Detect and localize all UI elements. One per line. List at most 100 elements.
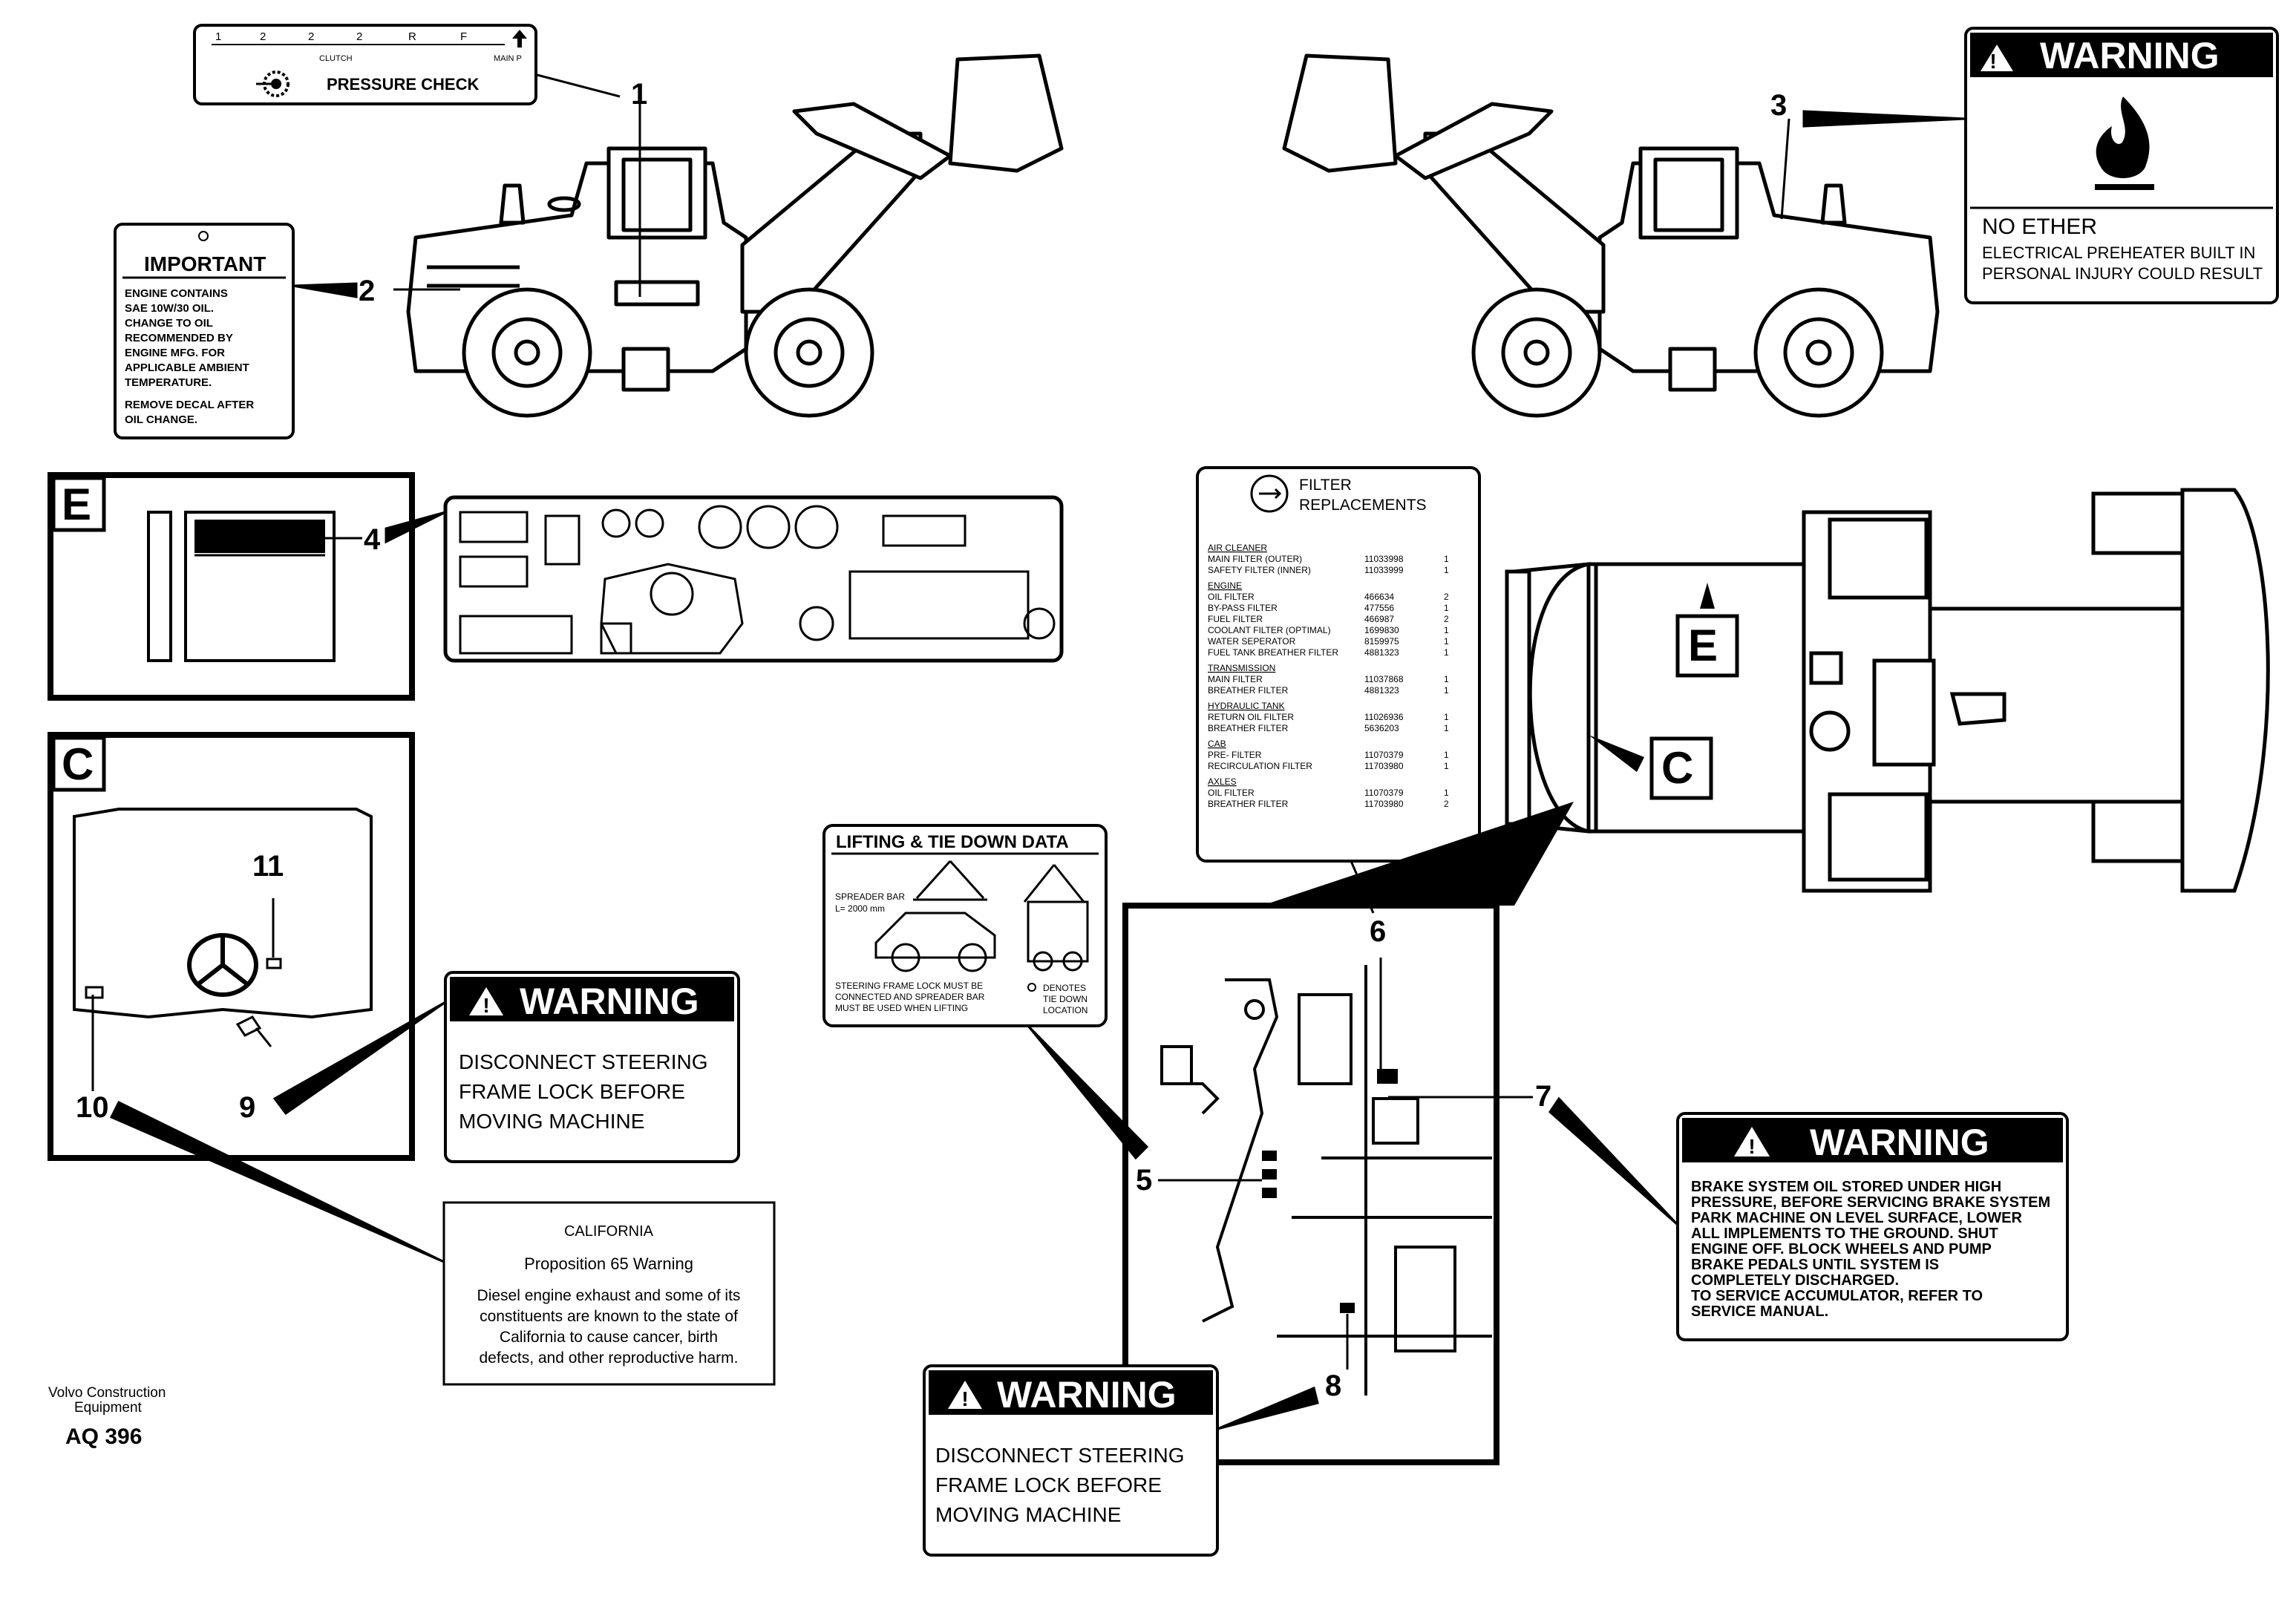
california-line: defects, and other reproductive harm.: [479, 1349, 738, 1367]
callout-numbers: 1 2 3 4 5 6 7 8 9 10 11: [76, 78, 1787, 1402]
warning-brake-line: ENGINE OFF. BLOCK WHEELS AND PUMP: [1691, 1241, 1992, 1257]
filter-row-qty: 1: [1444, 674, 1449, 684]
warning-steering-left-decal: ! WARNING DISCONNECT STEERING FRAME LOCK…: [444, 971, 740, 1163]
lifting-denotes: DENOTES: [1043, 983, 1086, 993]
filter-row-qty: 1: [1444, 750, 1449, 760]
callout-3: 3: [1770, 89, 1787, 122]
important-line: OIL CHANGE.: [125, 413, 197, 426]
filter-row-part: 11070379: [1364, 750, 1404, 760]
lifting-tie-down-decal: LIFTING & TIE DOWN DATA SPREADER BAR L= …: [822, 824, 1108, 1027]
filter-row-part: 4881323: [1364, 647, 1399, 658]
instrument-panel: [443, 495, 1064, 663]
lifting-loader-icon: [874, 860, 1089, 972]
arrow-up-icon: [512, 30, 527, 48]
important-oil-decal: IMPORTANT ENGINE CONTAINS SAE 10W/30 OIL…: [114, 223, 295, 439]
callout-7: 7: [1535, 1080, 1551, 1113]
warning-steer-bottom-line: DISCONNECT STEERING: [935, 1444, 1185, 1467]
warning-triangle-icon: [1981, 45, 2013, 71]
callout-1: 1: [631, 78, 647, 111]
warning-brake-line: BRAKE SYSTEM OIL STORED UNDER HIGH: [1691, 1179, 2001, 1195]
lifting-spreader: L= 2000 mm: [835, 903, 885, 914]
filter-row-part: 5636203: [1364, 723, 1399, 733]
inset-c-frame: C: [48, 732, 415, 1161]
brand-line: Volvo Construction: [48, 1385, 166, 1401]
pressure-scale-6: F: [460, 30, 467, 43]
warning-steer-left-line: MOVING MACHINE: [459, 1110, 644, 1133]
warning-steering-bottom-decal: ! WARNING DISCONNECT STEERING FRAME LOCK…: [923, 1364, 1219, 1557]
pressure-clutch-label: CLUTCH: [319, 54, 353, 63]
lifting-denotes: TIE DOWN: [1043, 994, 1088, 1004]
warning-triangle-icon: [1734, 1127, 1770, 1156]
brand-line: Equipment: [74, 1400, 143, 1416]
filter-row-qty: 2: [1444, 799, 1449, 809]
filter-row-part: 11070379: [1364, 788, 1404, 798]
pressure-scale-1: 1: [215, 30, 221, 43]
filter-row-qty: 1: [1444, 723, 1449, 733]
top-view-e-marker: E: [1675, 583, 1739, 678]
important-line: CHANGE TO OIL: [125, 317, 213, 330]
warning-steer-left-title: WARNING: [520, 981, 699, 1022]
filter-section-heading: ENGINE: [1208, 580, 1242, 591]
pressure-scale-2: 2: [260, 30, 266, 43]
top-view-c-marker: C: [1589, 735, 1713, 800]
svg-text:!: !: [961, 1387, 968, 1410]
inset-c-label: C: [62, 739, 94, 789]
filter-section-heading: AIR CLEANER: [1208, 543, 1267, 553]
warning-triangle-icon: [469, 987, 503, 1015]
filter-row-name: WATER SEPERATOR: [1208, 636, 1296, 647]
filter-row-name: RECIRCULATION FILTER: [1208, 761, 1312, 771]
california-line: California to cause cancer, birth: [500, 1329, 718, 1346]
callout-10: 10: [76, 1091, 109, 1124]
california-subtitle: Proposition 65 Warning: [524, 1254, 693, 1273]
filter-row-name: BY-PASS FILTER: [1208, 603, 1278, 613]
important-line: SAE 10W/30 OIL.: [125, 302, 214, 315]
lifting-spreader: SPREADER BAR: [835, 891, 905, 902]
pressure-check-title: PRESSURE CHECK: [327, 75, 479, 94]
pressure-scale-4: 2: [356, 30, 362, 43]
important-line: TEMPERATURE.: [125, 376, 212, 389]
warning-brake-line: COMPLETELY DISCHARGED.: [1691, 1272, 1899, 1289]
filter-section-heading: HYDRAULIC TANK: [1208, 701, 1285, 711]
filter-row-name: RETURN OIL FILTER: [1208, 712, 1294, 722]
filter-row-qty: 1: [1444, 554, 1449, 564]
lifting-title: LIFTING & TIE DOWN DATA: [836, 832, 1069, 852]
important-line: REMOVE DECAL AFTER: [125, 399, 254, 411]
pressure-gauge-icon: [256, 71, 290, 97]
warning-brake-line: BRAKE PEDALS UNTIL SYSTEM IS: [1691, 1257, 1939, 1273]
warning-steer-bottom-line: FRAME LOCK BEFORE: [935, 1473, 1162, 1496]
filter-row-part: 1699830: [1364, 625, 1399, 635]
callout-11: 11: [252, 850, 284, 883]
important-title: IMPORTANT: [144, 252, 266, 275]
filter-row-name: MAIN FILTER (OUTER): [1208, 554, 1302, 564]
filter-section-heading: CAB: [1208, 739, 1226, 749]
filter-row-qty: 2: [1444, 614, 1449, 624]
california-line: Diesel engine exhaust and some of its: [477, 1287, 741, 1304]
filter-row-qty: 1: [1444, 761, 1449, 771]
filter-row-part: 11703980: [1364, 761, 1404, 771]
important-line: RECOMMENDED BY: [125, 332, 233, 344]
filter-row-name: PRE- FILTER: [1208, 750, 1262, 760]
callout-4: 4: [364, 523, 381, 556]
warning-brake-line: ALL IMPLEMENTS TO THE GROUND. SHUT: [1691, 1226, 1998, 1242]
warning-ether-line: NO ETHER: [1982, 215, 2097, 239]
california-prop65-decal: CALIFORNIA Proposition 65 Warning Diesel…: [442, 1201, 776, 1386]
filter-row-name: BREATHER FILTER: [1208, 799, 1289, 809]
important-line: ENGINE CONTAINS: [125, 287, 228, 300]
brand-code: AQ 396: [65, 1424, 142, 1449]
warning-brake-decal: ! WARNING BRAKE SYSTEM OIL STORED UNDER …: [1676, 1112, 2069, 1341]
filter-title: FILTER: [1299, 477, 1352, 494]
detail-frame: [1122, 802, 1574, 1465]
warning-brake-line: PRESSURE, BEFORE SERVICING BRAKE SYSTEM: [1691, 1194, 2050, 1211]
callout-8: 8: [1325, 1370, 1341, 1402]
filter-row-part: 11033998: [1364, 554, 1404, 564]
filter-row-qty: 1: [1444, 647, 1449, 658]
filter-row-qty: 1: [1444, 603, 1449, 613]
filter-row-name: OIL FILTER: [1208, 788, 1255, 798]
machine-top-view: [1505, 488, 2270, 893]
filter-row-part: 11703980: [1364, 799, 1404, 809]
inset-e-label: E: [62, 480, 91, 529]
warning-steer-bottom-title: WARNING: [997, 1374, 1177, 1416]
filter-row-part: 466634: [1364, 592, 1394, 602]
